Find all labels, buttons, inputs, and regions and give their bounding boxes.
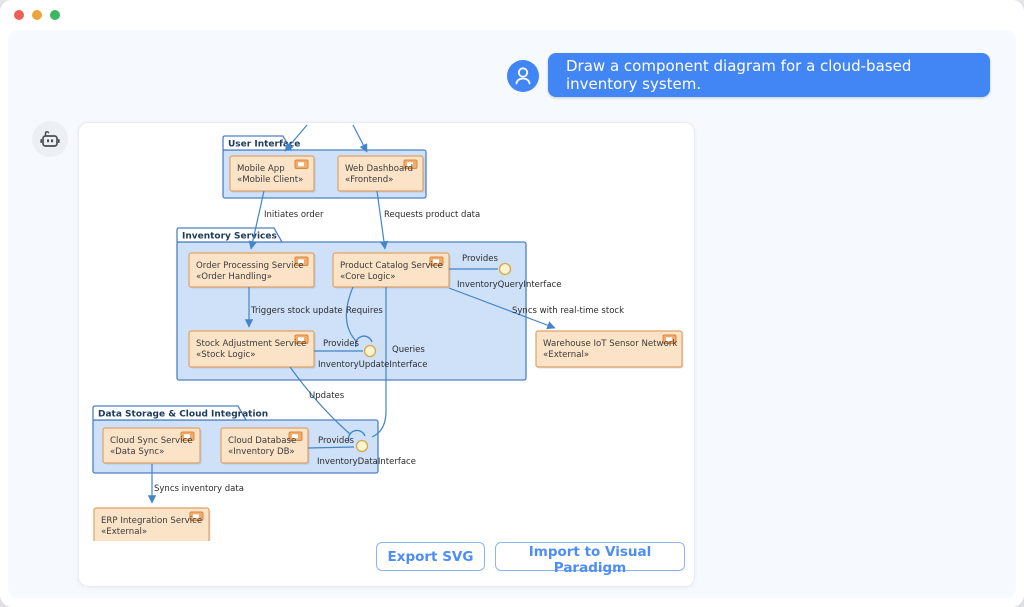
edge-label-inventoryqueryinterface: InventoryQueryInterface [457, 280, 562, 290]
component-label-erp-integration-service: ERP Integration Service [101, 516, 202, 526]
lollipop-inventory-update-interface [363, 344, 377, 358]
component-label-web-dashboard: Web Dashboard [345, 164, 413, 174]
bot-avatar [32, 121, 68, 157]
component-label-cloud-sync-service: Cloud Sync Service [110, 436, 192, 446]
lollipop-inventory-data-interface [355, 439, 369, 453]
robot-icon [40, 131, 60, 147]
edge-label-provides: Provides [323, 339, 360, 349]
edge-label-provides: Provides [318, 436, 355, 446]
component-icon-inner-stock-adjustment-service [298, 337, 304, 342]
component-label-mobile-app: Mobile App [237, 164, 285, 174]
edge-to-web-dashboard [352, 124, 368, 153]
edge-label-syncs-inventory-data: Syncs inventory data [154, 484, 244, 494]
close-window-button[interactable] [14, 10, 24, 20]
package-title-inventory-services: Inventory Services [182, 232, 277, 242]
edge-label-requires: Requires [346, 306, 383, 316]
user-avatar [507, 60, 539, 92]
export-svg-button[interactable]: Export SVG [376, 542, 485, 571]
component-stereotype-warehouse-iot-sensor-network: «External» [543, 350, 589, 360]
component-stereotype-cloud-sync-service: «Data Sync» [110, 447, 164, 457]
chat-content-area: Draw a component diagram for a cloud-bas… [8, 30, 1016, 598]
edge-requests-product-data [376, 190, 389, 250]
socket-inventory-update-interface [354, 335, 373, 348]
edge-label-inventorydatainterface: InventoryDataInterface [317, 457, 416, 467]
component-icon-inner-mobile-app [298, 162, 304, 167]
component-stereotype-order-processing-service: «Order Handling» [196, 272, 272, 282]
component-box-order-processing-service [188, 252, 315, 288]
component-box-cloud-database [220, 427, 309, 464]
edge-label-inventoryupdateinterface: InventoryUpdateInterface [318, 360, 427, 370]
component-icon-inner-cloud-sync-service [184, 434, 190, 439]
edge-syncs-realtime-stock [448, 287, 556, 330]
edge-label-requests-product-data: Requests product data [384, 210, 480, 220]
package-tab-user-interface [222, 135, 293, 151]
component-icon-inner-product-catalog-service [433, 259, 439, 264]
component-box-mobile-app [229, 155, 315, 192]
user-message-text: Draw a component diagram for a cloud-bas… [566, 57, 912, 93]
user-icon [507, 60, 539, 92]
edge-label-initiates-order: Initiates order [264, 210, 324, 220]
component-icon-inner-erp-integration-service [193, 514, 199, 519]
socket-inventory-data-interface [347, 429, 366, 443]
lollipop-inventory-query-interface [498, 262, 512, 276]
component-icon-inner-warehouse-iot-sensor-network [666, 337, 672, 342]
edge-label-syncs-with-real-time-stock: Syncs with real-time stock [512, 306, 624, 316]
component-stereotype-erp-integration-service: «External» [101, 527, 147, 537]
package-tab-inventory-services [176, 227, 284, 243]
minimize-window-button[interactable] [32, 10, 42, 20]
edge-label-provides: Provides [462, 254, 499, 264]
component-icon-inner-cloud-database [292, 434, 298, 439]
component-icon-inner-web-dashboard [407, 162, 413, 167]
package-title-user-interface: User Interface [228, 140, 300, 150]
import-visual-paradigm-button[interactable]: Import to Visual Paradigm [495, 542, 685, 576]
edge-requires [345, 286, 358, 343]
zoom-window-button[interactable] [50, 10, 60, 20]
component-stereotype-stock-adjustment-service: «Stock Logic» [196, 350, 256, 360]
component-stereotype-web-dashboard: «Frontend» [345, 175, 393, 185]
component-stereotype-cloud-database: «Inventory DB» [228, 447, 295, 457]
edge-to-mobile-app [284, 124, 308, 152]
edge-label-triggers-stock-update: Triggers stock update [250, 306, 343, 316]
component-box-erp-integration-service [93, 507, 210, 541]
component-icon-inner-order-processing-service [298, 259, 304, 264]
component-stereotype-mobile-app: «Mobile Client» [237, 175, 303, 185]
component-label-product-catalog-service: Product Catalog Service [340, 261, 443, 271]
component-label-order-processing-service: Order Processing Service [196, 261, 304, 271]
edge-initiates-order [248, 190, 265, 250]
edge-updates [289, 366, 351, 435]
package-tab-data-storage-cloud-integration [92, 405, 248, 421]
edge-provides-data [307, 446, 355, 449]
edge-label-updates: Updates [309, 391, 345, 401]
component-box-stock-adjustment-service [188, 330, 315, 368]
component-label-warehouse-iot-sensor-network: Warehouse IoT Sensor Network [543, 339, 677, 349]
component-label-cloud-database: Cloud Database [228, 436, 296, 446]
edge-label-queries: Queries [392, 345, 425, 355]
component-label-stock-adjustment-service: Stock Adjustment Service [196, 339, 306, 349]
component-box-cloud-sync-service [102, 427, 201, 464]
titlebar [0, 0, 1024, 30]
component-box-product-catalog-service [332, 252, 450, 288]
user-message-bubble: Draw a component diagram for a cloud-bas… [548, 53, 990, 97]
component-box-warehouse-iot-sensor-network [535, 330, 683, 368]
edge-queries [371, 287, 387, 438]
component-stereotype-product-catalog-service: «Core Logic» [340, 272, 395, 282]
package-title-data-storage-cloud-integration: Data Storage & Cloud Integration [98, 410, 268, 420]
component-box-web-dashboard [337, 155, 424, 192]
